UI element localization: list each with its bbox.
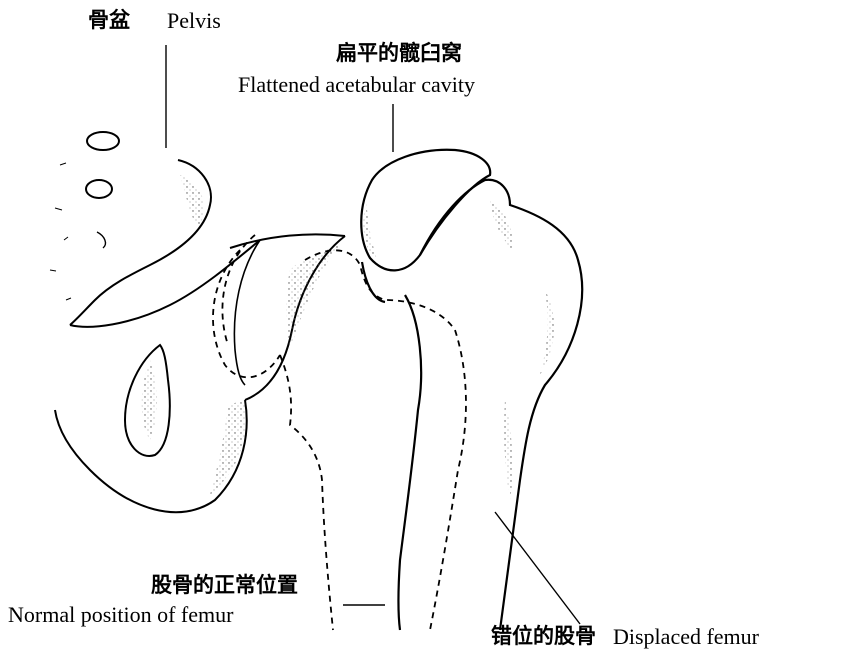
cavity-label-zh: 扁平的髋臼窝 <box>336 43 462 64</box>
femur-shading <box>363 200 554 500</box>
displaced-femur-outline <box>361 150 582 630</box>
normal-position-label-en: Normal position of femur <box>8 604 233 626</box>
pelvis-label-zh: 骨盆 <box>88 10 130 31</box>
normal-position-label-zh: 股骨的正常位置 <box>151 575 298 596</box>
displaced-femur-label-en: Displaced femur <box>613 626 759 648</box>
cavity-label-en: Flattened acetabular cavity <box>238 74 475 96</box>
normal-femur-outline <box>213 235 466 630</box>
pelvis-label-en: Pelvis <box>167 10 221 32</box>
leader-lines <box>166 45 580 624</box>
displaced-femur-label-zh: 错位的股骨 <box>491 626 596 647</box>
